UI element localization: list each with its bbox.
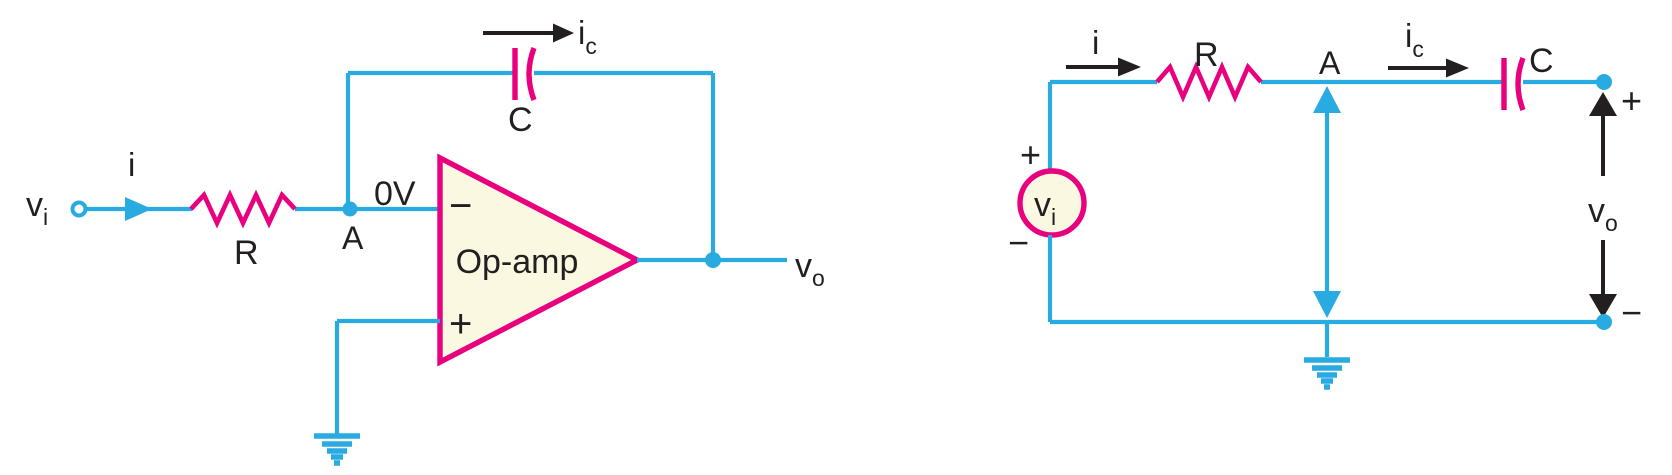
- output-junction-dot: [705, 252, 721, 268]
- equivalent-circuit: + − vi i R A ic C + − vo: [1008, 17, 1642, 390]
- node-a-label: A: [342, 220, 364, 256]
- ground-symbol: [314, 433, 360, 466]
- cap-current-arrowhead-icon: [553, 23, 574, 43]
- noninverting-input-label: +: [449, 302, 472, 346]
- ground-symbol: [1304, 357, 1350, 390]
- source-voltage-label: vi: [1034, 186, 1056, 230]
- node-a-dot: [342, 201, 358, 217]
- current-arrowhead-icon: [1118, 57, 1141, 77]
- opamp-triangle: [437, 153, 643, 367]
- virtual-ground-label: 0V: [374, 175, 416, 213]
- cap-current-label: ic: [578, 14, 597, 59]
- input-current-label: i: [128, 146, 135, 183]
- resistor: [189, 189, 297, 229]
- output-voltage-label: vo: [795, 247, 825, 291]
- resistor-label: R: [1194, 36, 1219, 74]
- output-plus-label: +: [1621, 80, 1642, 121]
- opamp-label: Op-amp: [456, 243, 579, 281]
- input-voltage-label: vi: [26, 186, 48, 230]
- output-bottom-node-dot: [1596, 314, 1612, 330]
- input-terminal: [70, 200, 88, 218]
- source-minus-label: −: [1008, 222, 1029, 263]
- resistor-label: R: [234, 234, 259, 272]
- node-a-label: A: [1319, 45, 1341, 81]
- integrator-circuit: vi i R A 0V − + Op-amp ic C vo: [26, 14, 825, 466]
- output-voltage-label: vo: [1588, 192, 1618, 236]
- cap-current-arrowhead-icon: [1446, 58, 1469, 78]
- capacitor-label: C: [508, 101, 533, 139]
- capacitor-plate-curved: [526, 47, 537, 101]
- input-current-arrow: [125, 197, 152, 221]
- capacitor-label: C: [1529, 42, 1554, 80]
- current-label: i: [1092, 24, 1099, 61]
- node-a-arrow: [1313, 86, 1341, 318]
- output-top-node-dot: [1596, 74, 1612, 90]
- output-voltage-arrow: [1589, 92, 1617, 318]
- resistor: [1155, 61, 1263, 103]
- inverting-input-label: −: [449, 184, 472, 228]
- output-minus-label: −: [1621, 292, 1642, 333]
- capacitor-plate-curved: [1515, 57, 1526, 111]
- source-plus-label: +: [1020, 134, 1041, 175]
- cap-current-label: ic: [1405, 17, 1424, 62]
